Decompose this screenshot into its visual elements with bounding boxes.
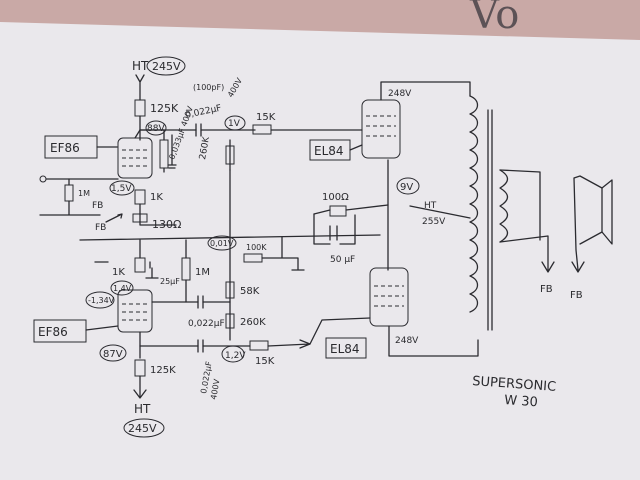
r-260k-bottom — [225, 313, 235, 329]
r-100k-label: 100K — [246, 243, 267, 252]
c-50uf-label: 50 µF — [330, 255, 355, 265]
c-top-note: (100pF) — [193, 83, 224, 92]
r-130r-box — [132, 213, 148, 223]
r-1k-top-label: 1K — [150, 192, 163, 203]
r-1m-mid-label: 1M — [195, 267, 210, 278]
paper-sheet — [0, 22, 640, 480]
r-125k-bottom-label: 125K — [150, 365, 176, 376]
c-50uf — [329, 225, 338, 241]
v-1-top-circle — [224, 115, 246, 131]
r-100r — [329, 205, 347, 217]
r-260k-top-label: 260K — [198, 135, 212, 161]
el84-bottom-label: EL84 — [330, 342, 360, 356]
r-58k — [225, 281, 235, 299]
output-transformer-primary — [469, 95, 479, 313]
fb-right1-label: FB — [540, 284, 553, 295]
r-1m-in-label: 1M — [78, 189, 90, 198]
v-248-bottom-label: 248V — [395, 336, 419, 346]
r-125k-top-label: 125K — [150, 102, 179, 115]
v-0-011-circle — [207, 235, 237, 251]
middle-section: 0,01V 100K 1M 100Ω 50 µF 9V — [79, 159, 420, 341]
wall-lettering: Vo — [469, 0, 519, 38]
fb2-label: FB — [95, 223, 106, 233]
ht-top-arrow — [135, 74, 145, 101]
v-248-top-label: 248V — [388, 89, 412, 99]
ht-top-circle — [146, 56, 186, 76]
r-58k-label: 58K — [240, 286, 260, 297]
ht-bottom-value: 245V — [128, 422, 157, 435]
v-1-2-circle — [221, 345, 245, 363]
v-1-4-circle — [110, 280, 134, 296]
r-1k-bottom-label: 1K — [112, 267, 125, 278]
r-130r-label: 130Ω — [152, 218, 181, 231]
ht-top-value: 245V — [152, 60, 181, 73]
v-1-5-circle — [109, 180, 135, 196]
r-1k-bottom — [134, 257, 146, 273]
ef86-bottom-label: EF86 — [38, 325, 68, 339]
c-25uf-label: 25µF — [160, 277, 180, 286]
v-1-34-label: -1,34V — [88, 296, 115, 305]
title-line2: W 30 — [504, 393, 538, 410]
v-1-top-label: 1V — [228, 119, 241, 129]
r-260k-top — [225, 145, 235, 165]
el84-top-label: EL84 — [314, 144, 344, 158]
v-1-5-label: 1,5V — [111, 184, 132, 194]
r-15k-top-label: 15K — [256, 112, 276, 123]
output-stage: EL84 248V EL84 248V HT 255V FB FB — [309, 81, 613, 359]
ht-right-label: HT — [424, 201, 437, 211]
v-1-34-circle — [85, 291, 115, 309]
transformer-core — [487, 109, 493, 331]
c-bottom-voltage: 400V — [209, 378, 222, 401]
v-87-circle — [99, 344, 127, 362]
v-88-circle — [145, 120, 167, 136]
v-87-label: 87V — [103, 349, 123, 360]
bottom-preamp-stage: 1K 25µF -1,34V 1,4V EF86 0,022µF 58K 260… — [33, 239, 311, 438]
r-100r-label: 100Ω — [322, 192, 349, 203]
r-260k-bottom-label: 260K — [240, 317, 266, 328]
v-0-011-label: 0,01V — [210, 239, 234, 248]
ht-bottom-label: HT — [134, 402, 151, 416]
el84-bottom-box — [325, 337, 367, 359]
v-1-2-label: 1,2V — [225, 351, 246, 361]
ht-top-label: HT — [132, 59, 149, 73]
ef86-bottom-tube — [117, 289, 153, 333]
r-15k-bottom-label: 15K — [255, 356, 275, 367]
v-1-4-label: 1,4V — [113, 284, 132, 293]
v-9-circle — [396, 177, 420, 195]
fb1-label: FB — [92, 201, 103, 211]
ht-right-value: 255V — [422, 217, 446, 227]
ht-bottom-circle — [123, 418, 165, 438]
v-88-label: 88V — [147, 124, 165, 134]
ef86-top-label: EF86 — [50, 141, 80, 155]
fb-right2-label: FB — [570, 290, 583, 301]
ef86-bottom-box — [33, 319, 87, 343]
v-9-label: 9V — [400, 182, 413, 193]
c-0022-label: 0,022µF — [188, 319, 225, 329]
title-line1: SUPERSONIC — [472, 374, 557, 395]
output-transformer-secondary — [499, 169, 509, 243]
